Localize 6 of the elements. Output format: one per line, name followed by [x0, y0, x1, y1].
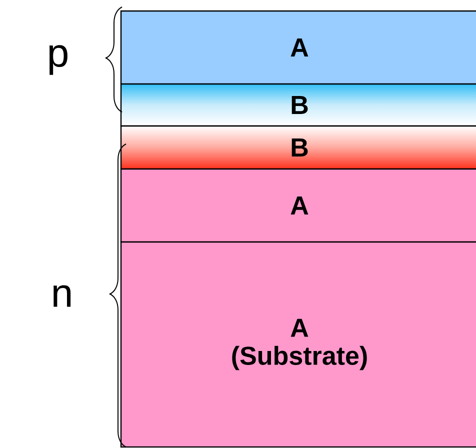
layer-box: B	[120, 83, 476, 127]
layer-box: B	[120, 125, 476, 170]
region-label: p	[49, 45, 68, 75]
region-label: n	[54, 285, 71, 307]
layer-box: A	[120, 10, 476, 85]
layer-box: A	[120, 168, 476, 243]
